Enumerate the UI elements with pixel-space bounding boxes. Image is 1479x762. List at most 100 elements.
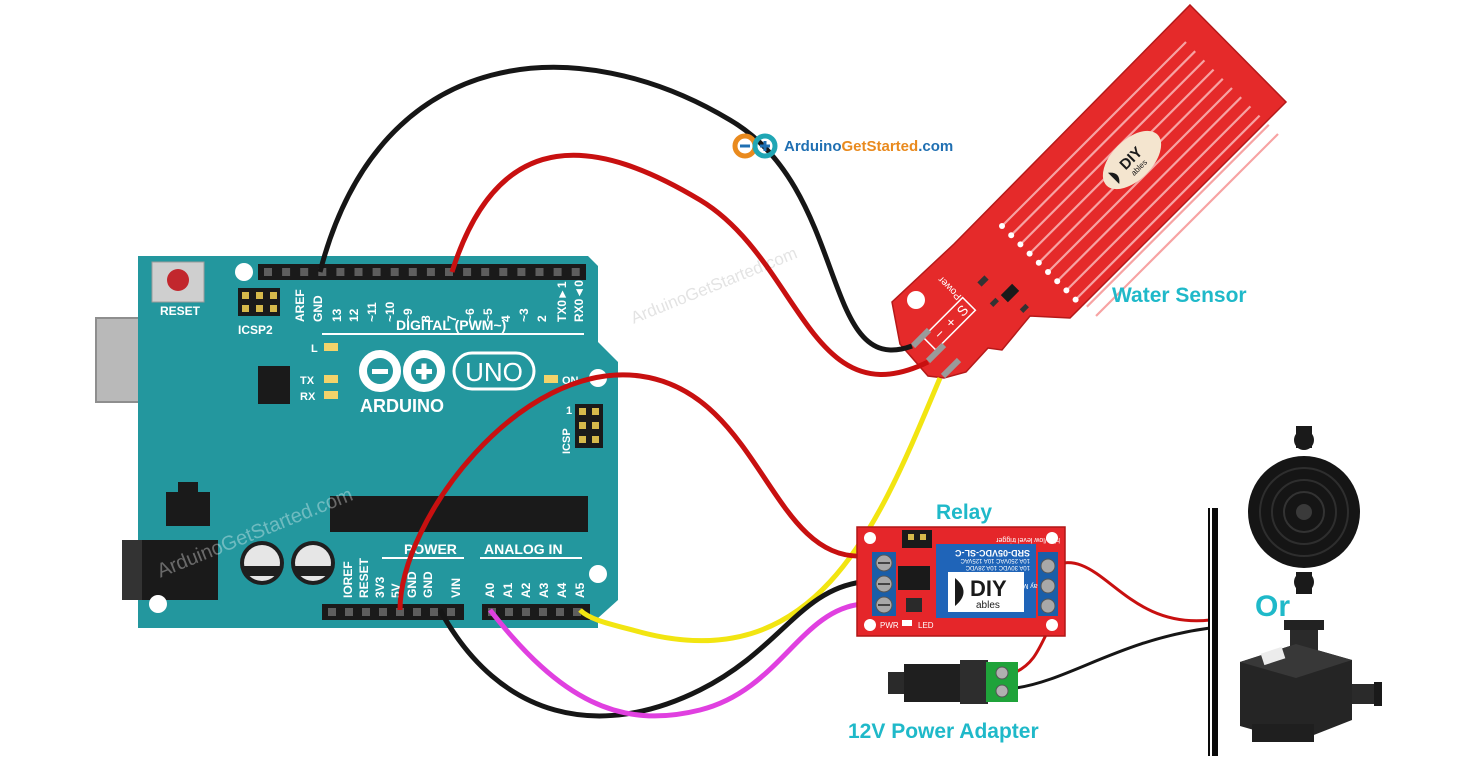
relay-rating-1: 10A 250VAC 10A 125VAC [960,557,1030,563]
capacitor [291,541,335,585]
analog-pin-label: A2 [519,582,533,598]
header-pin [336,268,345,276]
water-sensor-pcb [892,5,1286,378]
led-tx [324,375,338,383]
header-pin [481,268,490,276]
header-pin [522,608,530,616]
buzzer [1248,426,1360,594]
digital-pin-label: ~5 [481,308,495,322]
header-pin [379,608,387,616]
sensor-trace-pad [1072,296,1079,303]
digital-pin-label: ~11 [365,302,379,322]
arduino-board-body [138,256,618,628]
power-pin-label: 3V3 [373,576,387,598]
relay-part-number: SRD-05VDC-SL-C [954,548,1030,558]
relay-label: Relay [936,501,993,524]
header-pin [264,268,272,276]
header-pin [390,268,399,276]
icsp-header [575,404,603,448]
header-pin [396,608,404,616]
mount-hole [589,565,607,583]
analog-in-label: ANALOG IN [484,541,563,557]
icsp-label: ICSP [561,428,573,454]
sensor-trace-pad [1081,305,1088,312]
digital-label: DIGITAL (PWM~) [396,317,506,333]
relay-jumper [902,530,932,548]
wire-adapter-load [1015,626,1211,690]
wire-sensor-a5 [578,377,943,644]
icsp-pin1-label: 1 [566,405,572,417]
power-adapter-label: 12V Power Adapter [848,720,1039,743]
digital-pin-label: 7 [445,315,459,322]
header-pin [535,268,544,276]
header-pin [573,608,581,616]
header-pin [539,608,547,616]
or-label: Or [1255,590,1291,623]
header-pin [408,268,417,276]
digital-pin-label: 8 [419,315,433,322]
power-pin-label: IOREF [341,561,355,598]
digital-pin-label: 4 [499,315,513,322]
digital-pin-label: AREF [293,289,307,322]
sensor-trace-pad [1035,259,1042,266]
digital-pin-label: 2 [535,315,549,322]
wire-a0-relay-in [488,601,863,719]
analog-pin-label: A0 [483,582,497,598]
led-rx [324,391,338,399]
site-logo-text: ArduinoGetStarted.com [784,138,953,155]
arduino-brand: ARDUINO [360,396,444,416]
power-pin-label: RESET [357,557,371,598]
water-sensor-label: Water Sensor [1112,284,1247,307]
relay-title: 1 Relay Module [1005,582,1054,589]
load-bus-bar [1208,508,1218,756]
wire-relay-no-load [1047,561,1211,623]
capacitor [240,541,284,585]
atmega-chip [330,496,588,532]
header-pin [430,608,438,616]
sensor-trace-pad [1054,278,1061,285]
sensor-trace [1056,96,1242,282]
header-pin [282,268,291,276]
header-pin [413,608,421,616]
header-pin [445,268,453,276]
digital-pin-label: 13 [330,308,344,322]
icsp2-header [238,288,280,316]
header-pin [362,608,370,616]
relay-led-label: LED [918,621,934,630]
analog-pin-label: A4 [555,582,569,598]
site-logo-icon [732,133,778,159]
led-l [324,343,338,351]
relay-brand-top: DIY [970,576,1007,601]
analog-pin-label: A5 [573,582,587,598]
arduino-infinity-logo [359,350,445,392]
header-pin [499,268,508,276]
led-l-label: L [311,343,318,355]
sensor-trace-pad [1045,269,1051,275]
sensor-trace-pad [999,223,1005,229]
wire-d7-sensor-power [449,152,930,377]
sensor-trace [1010,50,1196,236]
mount-hole [235,263,253,281]
relay-brand-bottom: ables [976,600,1000,611]
relay-rating-2: 10A 30VDC 10A 28VDC [965,564,1030,570]
sensor-trace-pad [1017,241,1024,248]
analog-pin-label: A3 [537,582,551,598]
digital-pin-label: TX0►1 [555,281,569,322]
sensor-mount-hole [991,369,1009,387]
digital-pin-label: GND [311,295,325,322]
led-rx-label: RX [300,391,316,403]
power-header [322,604,464,620]
site-logo-part2: GetStarted [841,137,919,155]
relay-module: PWR LED 1 Relay Module high/low level tr… [856,526,1066,637]
sensor-pin [910,327,932,349]
led-tx-label: TX [300,375,315,387]
sensor-trace-pad [1008,232,1015,239]
usb-chip [258,366,290,404]
sensor-brand-badge: DIY ables [1102,130,1162,190]
sensor-trace [1065,105,1252,292]
water-pump [1240,620,1382,742]
header-pin [447,608,455,616]
header-pin [426,268,435,276]
header-pin [517,268,526,276]
